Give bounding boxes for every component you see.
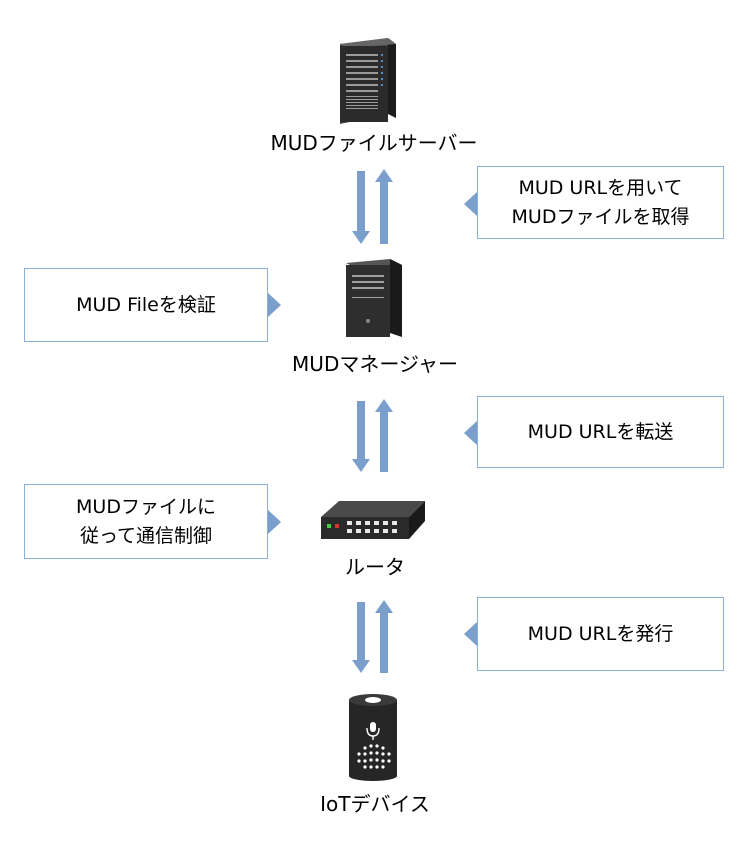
callout-pointer-retrieve <box>464 192 477 216</box>
arrow-up-router-to-manager <box>375 399 393 472</box>
arrow-down-manager-to-router <box>352 401 370 472</box>
callout-retrieve-mud-file: MUD URLを用いて MUDファイルを取得 <box>477 166 724 239</box>
callout-pointer-control <box>268 510 281 534</box>
callout-control-traffic: MUDファイルに 従って通信制御 <box>24 484 268 559</box>
arrow-up-manager-to-server <box>375 169 393 244</box>
callout-pointer-transfer <box>464 421 477 445</box>
callout-pointer-verify <box>268 293 281 317</box>
smart-speaker-icon <box>349 694 397 781</box>
callout-verify-text: MUD Fileを検証 <box>76 293 216 316</box>
callout-verify-mud-file: MUD Fileを検証 <box>24 268 268 342</box>
callout-transfer-mud-url: MUD URLを転送 <box>477 396 724 468</box>
tower-server-icon <box>346 259 402 337</box>
callout-transfer-text: MUD URLを転送 <box>527 420 674 443</box>
callout-issue-mud-url: MUD URLを発行 <box>477 597 724 671</box>
callout-retrieve-line-1: MUD URLを用いて <box>518 176 683 199</box>
callout-pointer-issue <box>464 622 477 646</box>
arrow-down-server-to-manager <box>352 171 370 244</box>
mud-manager-label: MUDマネージャー <box>292 352 458 376</box>
arrow-down-router-to-iot <box>352 602 370 673</box>
callout-retrieve-line-2: MUDファイルを取得 <box>511 205 690 228</box>
rack-server-icon <box>340 38 396 124</box>
mud-file-server-label: MUDファイルサーバー <box>270 131 478 155</box>
callout-issue-text: MUD URLを発行 <box>527 622 674 645</box>
network-switch-icon <box>321 501 425 539</box>
callout-control-line-2: 従って通信制御 <box>79 524 213 547</box>
iot-device-label: IoTデバイス <box>320 792 430 816</box>
arrow-up-iot-to-router <box>375 600 393 673</box>
router-label: ルータ <box>345 555 405 579</box>
callout-control-line-1: MUDファイルに <box>76 495 216 518</box>
